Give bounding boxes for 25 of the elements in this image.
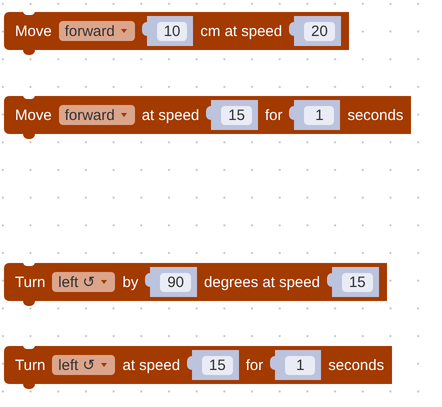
block-label: for <box>246 356 264 374</box>
dropdown: left ↺ <box>52 272 116 292</box>
dropdown: left ↺ <box>52 355 116 375</box>
block-label: cm at speed <box>200 22 282 40</box>
dropdown: forward <box>58 21 135 41</box>
block-label: seconds <box>347 106 404 124</box>
number-field: 90 <box>160 272 192 292</box>
number-field: 15 <box>221 106 252 124</box>
block-label: seconds <box>328 356 384 374</box>
block-label: Turn <box>15 356 46 374</box>
number-field: 20 <box>304 22 335 40</box>
block-label: for <box>264 106 282 124</box>
block-label: Move <box>15 22 52 40</box>
block-label: Move <box>15 106 52 124</box>
block-label: by <box>122 274 138 290</box>
block-label: Turn <box>15 274 46 290</box>
number-field: 1 <box>304 106 334 124</box>
number-field: 15 <box>202 356 233 374</box>
block-label: at speed <box>142 106 200 124</box>
number-field: 10 <box>156 22 188 40</box>
dropdown: forward <box>58 105 135 125</box>
number-field: 15 <box>342 272 373 292</box>
number-field: 1 <box>285 356 316 374</box>
block-label: at speed <box>122 356 180 374</box>
block-label: degrees at speed <box>204 274 320 290</box>
